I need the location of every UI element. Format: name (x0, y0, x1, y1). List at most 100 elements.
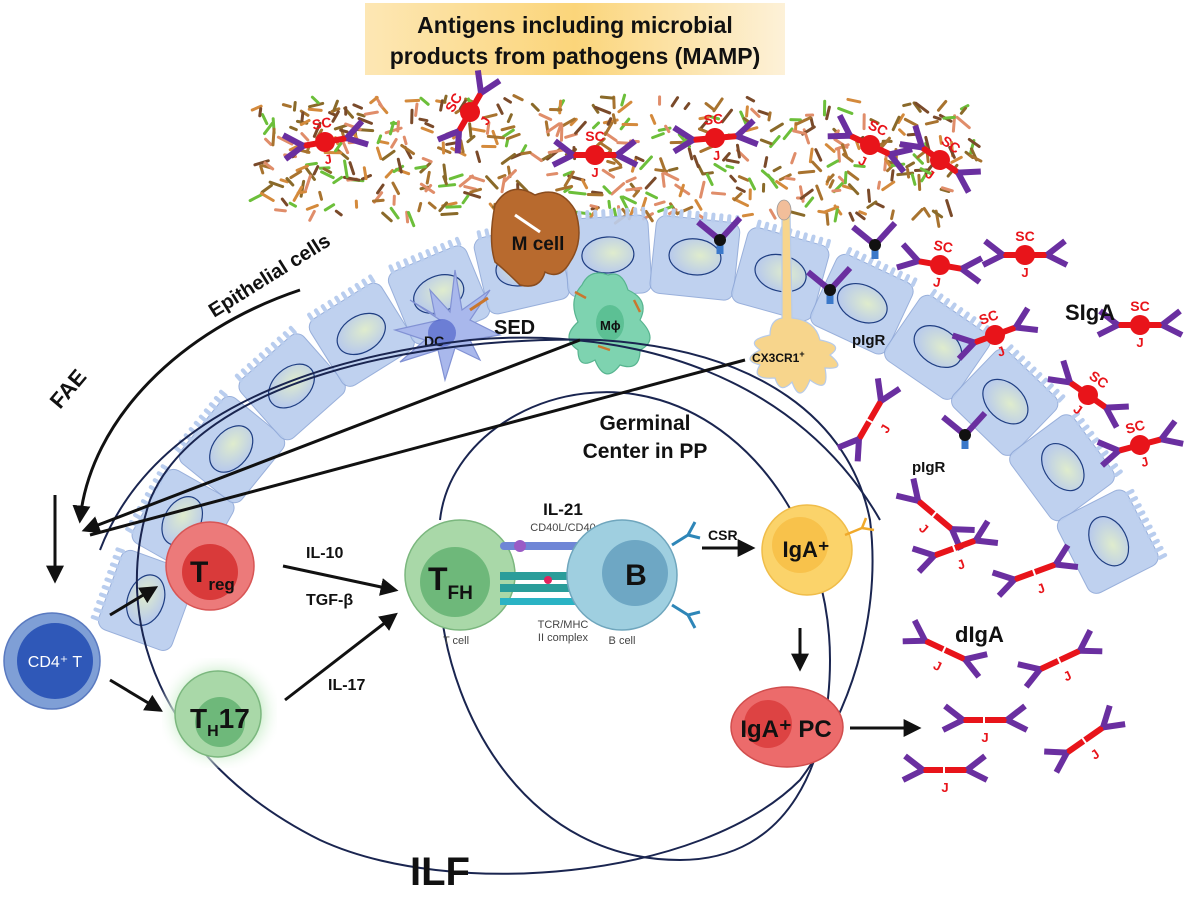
microbe (729, 174, 737, 183)
fae-label: FAE (45, 364, 92, 413)
microbe (916, 150, 926, 159)
microbe (376, 134, 383, 145)
microbe (959, 106, 968, 115)
treg-inner (182, 544, 238, 600)
iga-plus-label: IgA⁺ (782, 537, 829, 562)
microbe (280, 197, 289, 207)
microbe (750, 107, 761, 118)
germinal-center-boundary (439, 391, 832, 862)
microbe (466, 134, 476, 144)
microbe (711, 191, 727, 196)
microbe (733, 192, 743, 202)
microbe (504, 137, 510, 148)
svg-text:SC: SC (703, 110, 724, 128)
pigr-bound-iga (806, 265, 853, 304)
microbe (654, 168, 669, 173)
microbe (375, 146, 383, 161)
svg-text:J: J (1136, 335, 1143, 350)
microbe (427, 201, 437, 210)
siga-antibody: SCJ (896, 237, 984, 290)
microbe (620, 93, 627, 107)
tgfb-label: TGF-β (306, 592, 353, 609)
microbe (663, 171, 680, 182)
microbe (458, 174, 474, 188)
microbe (735, 143, 741, 159)
microbe (445, 141, 458, 146)
svg-text:SC: SC (1124, 416, 1147, 436)
microbe (500, 176, 507, 194)
microbe (369, 95, 379, 105)
treg-label: Treg (190, 556, 235, 594)
microbe (276, 135, 294, 146)
microbe (520, 150, 532, 156)
microbe (391, 181, 401, 195)
microbe (804, 196, 815, 208)
title-line-1: Antigens including microbial (417, 12, 733, 38)
microbe (766, 173, 779, 189)
microbe (896, 171, 915, 177)
svg-text:SC: SC (1015, 228, 1034, 244)
microbe (396, 157, 403, 174)
epithelial-cells-label: Epithelial cells (205, 230, 334, 322)
microbe (341, 140, 350, 155)
microbe (634, 155, 645, 163)
microbe (362, 166, 368, 181)
microbe (757, 109, 771, 117)
title-line-2: products from pathogens (MAMP) (390, 43, 761, 69)
microbe (485, 175, 499, 190)
microbe (414, 165, 428, 170)
microbe (547, 148, 566, 154)
microbe (639, 155, 653, 171)
dc-nucleus (428, 319, 456, 347)
microbe (692, 154, 700, 169)
microbe (546, 172, 559, 177)
th17-inner (195, 697, 245, 747)
microbe (496, 103, 504, 115)
microbe (296, 190, 308, 195)
macrophage-label: Mϕ (600, 318, 621, 333)
diga-antibody: J (1017, 629, 1103, 689)
microbe (253, 159, 270, 167)
microbe (404, 98, 421, 103)
microbe (333, 123, 348, 131)
microbe (424, 121, 435, 129)
microbe (914, 101, 930, 114)
microbe (300, 111, 305, 122)
tcr-mhc-label-1: TCR/MHC (538, 619, 589, 631)
microbe (866, 188, 872, 203)
siga-label: SIgA (1065, 300, 1115, 325)
microbe (331, 110, 340, 123)
microbe (843, 171, 848, 185)
iga-plus-cell: IgA⁺ (761, 504, 875, 596)
microbe (260, 183, 273, 194)
cx3cr1-cell: CX3CR1+ (749, 199, 839, 394)
microbe (617, 100, 633, 114)
microbe (384, 168, 394, 179)
m-cell-microbe (514, 213, 541, 234)
svg-text:SC: SC (932, 237, 954, 256)
pc-nucleus (744, 700, 792, 748)
microbe (400, 143, 416, 156)
microbe (725, 158, 740, 164)
siga-antibody: SCJ (951, 306, 1039, 361)
diga-antibody: J (941, 703, 1029, 745)
microbe (418, 117, 429, 123)
tfh-cell: TFH T cell (404, 519, 516, 647)
microbe (595, 137, 606, 148)
siga-antibody: SCJ (672, 110, 759, 163)
sed-label: SED (494, 317, 535, 339)
pigr-bound-iga (696, 215, 743, 254)
microbe (469, 187, 483, 194)
microbe (357, 117, 373, 125)
microbe (538, 113, 553, 122)
microbe (468, 122, 473, 138)
microbe (258, 107, 263, 118)
microbe (425, 170, 431, 185)
microbe (271, 127, 276, 147)
microbe (747, 177, 757, 191)
microbe (782, 127, 794, 141)
cx3cr1-body (749, 209, 839, 394)
microbe (599, 142, 613, 152)
microbe (295, 164, 309, 172)
microbe (649, 113, 657, 125)
